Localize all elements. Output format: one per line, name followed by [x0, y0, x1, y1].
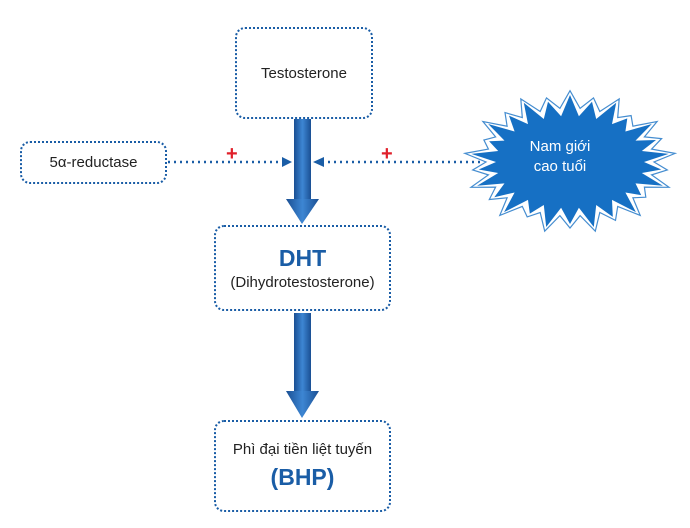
elderly-men-line2: cao tuổi: [533, 158, 587, 176]
dht-title: DHT: [278, 245, 327, 272]
bhp-title: (BHP): [270, 464, 335, 491]
reductase-box: 5α-reductase: [20, 141, 167, 184]
reductase-label: 5α-reductase: [49, 154, 138, 171]
bhp-box: Phì đại tiền liệt tuyến (BHP): [214, 420, 391, 512]
elderly-men-label: Nam giới cao tuổi: [505, 137, 615, 178]
bhp-label: Phì đại tiền liệt tuyến: [232, 441, 373, 459]
dht-subtitle: (Dihydrotestosterone): [230, 273, 375, 291]
arrow-dht-bhp: [286, 313, 319, 418]
plus-sign-right: +: [381, 143, 393, 165]
arrow-testosterone-dht: [286, 119, 319, 224]
testosterone-label: Testosterone: [261, 64, 347, 82]
plus-sign-left: +: [226, 143, 238, 165]
testosterone-box: Testosterone: [235, 27, 373, 119]
starburst-shape: [462, 89, 678, 233]
dht-box: DHT (Dihydrotestosterone): [214, 225, 391, 311]
elderly-men-line1: Nam giới: [529, 138, 591, 155]
connector-burst-arrowhead: [313, 157, 324, 167]
connector-reductase-arrowhead: [282, 157, 292, 167]
